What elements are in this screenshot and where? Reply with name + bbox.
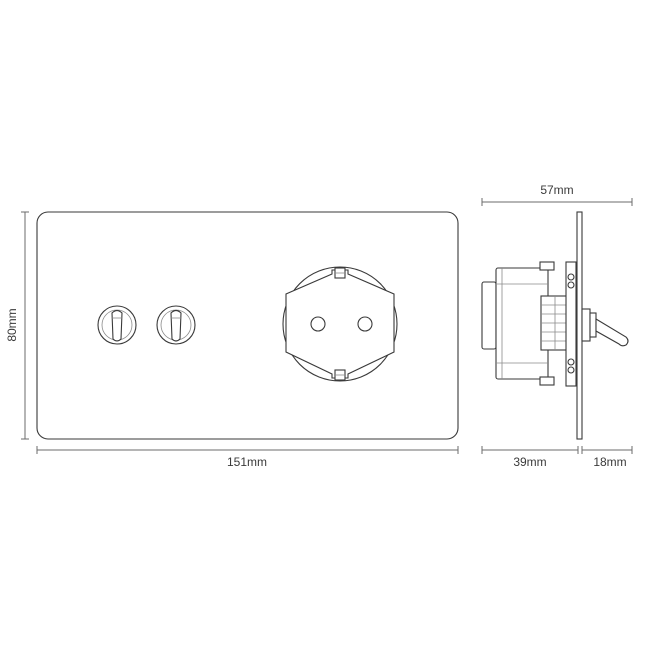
rear-depth-dimension: 39mm	[481, 446, 579, 469]
side-view: 57mm 39mm 18mm	[481, 183, 633, 469]
total-depth-dimension: 57mm	[481, 183, 633, 206]
mounting-frame	[565, 261, 577, 387]
mechanism-back-cap	[481, 281, 497, 350]
front-depth-dimension: 18mm	[581, 446, 633, 469]
width-label: 151mm	[227, 455, 267, 469]
toggle-switch-2	[156, 305, 196, 345]
side-plate	[576, 211, 583, 440]
rear-depth-label: 39mm	[513, 455, 546, 469]
socket-outlet	[282, 266, 398, 382]
toggle-bushing	[581, 308, 591, 342]
height-label: 80mm	[5, 308, 19, 341]
height-dimension: 80mm	[5, 211, 29, 440]
toggle-lever	[595, 318, 629, 347]
mechanism-body	[495, 267, 549, 380]
front-view: 151mm 80mm	[5, 211, 459, 469]
width-dimension: 151mm	[36, 446, 459, 469]
toggle-switch-1	[97, 305, 137, 345]
total-depth-label: 57mm	[540, 183, 573, 197]
front-depth-label: 18mm	[593, 455, 626, 469]
